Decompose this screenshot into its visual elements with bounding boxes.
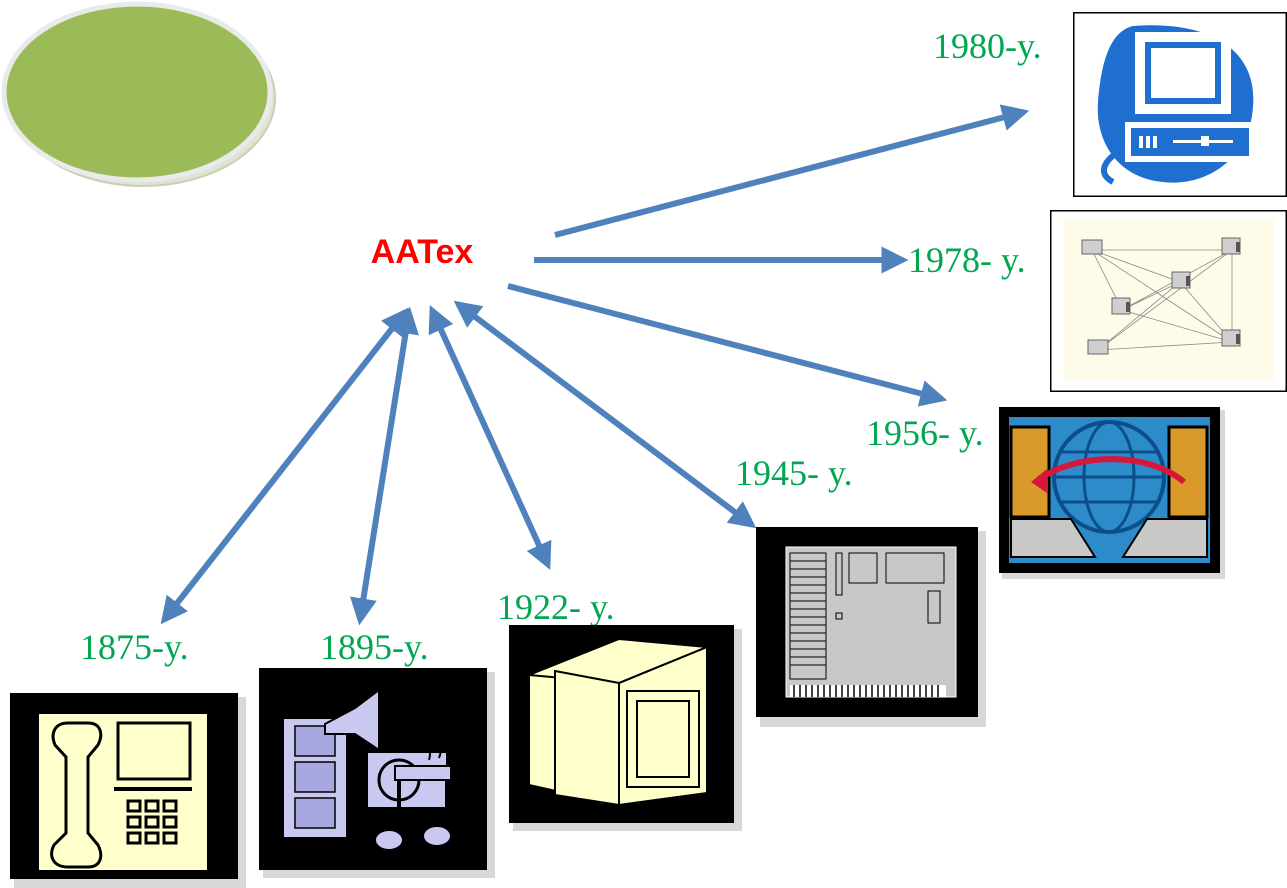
hub-label: AATex (370, 233, 474, 271)
hub-ellipse (1, 1, 276, 187)
telephone-icon (10, 693, 246, 888)
label-1895: 1895-y. (320, 627, 429, 667)
arrow-1956 (507, 283, 948, 407)
arrow-1980 (554, 104, 1030, 238)
label-1875: 1875-y. (80, 627, 189, 667)
computer-board-icon (756, 527, 986, 727)
personal-computer-icon (1073, 12, 1287, 197)
arrow-1922 (428, 305, 552, 570)
label-1956: 1956- y. (866, 413, 984, 453)
multimedia-icon (259, 668, 495, 878)
label-1978: 1978- y. (908, 240, 1026, 280)
network-globe-icon (999, 407, 1225, 579)
monitor-icon (509, 625, 742, 831)
label-1980: 1980-y. (933, 26, 1042, 66)
label-1945: 1945- y. (735, 453, 853, 493)
computer-network-icon (1050, 210, 1287, 392)
label-1922: 1922- y. (497, 587, 615, 627)
arrow-1895 (350, 306, 419, 626)
arrow-1945 (453, 300, 757, 529)
